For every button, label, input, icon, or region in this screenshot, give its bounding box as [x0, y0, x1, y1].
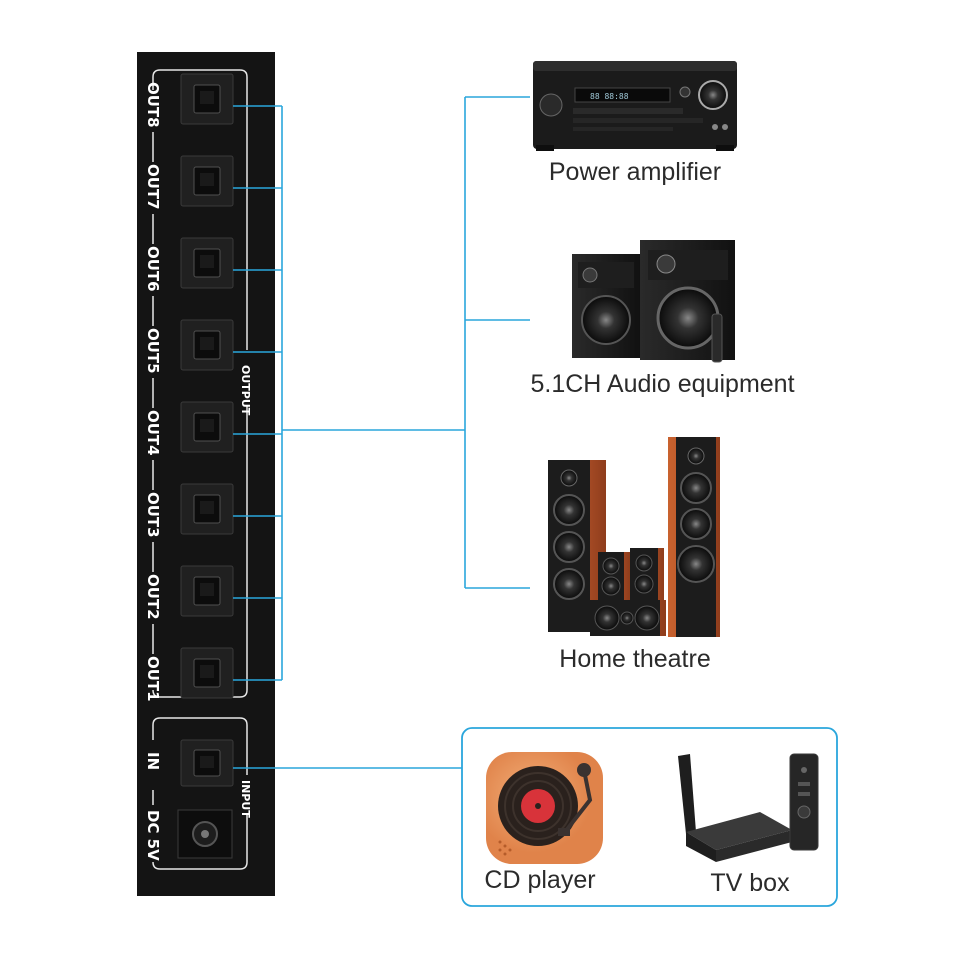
output-port-out8[interactable]: [180, 73, 234, 125]
home-theatre-label: Home theatre: [559, 645, 711, 673]
output-group-bracket: [160, 69, 248, 698]
svg-text:88 88:88: 88 88:88: [590, 92, 629, 101]
output-port-out3[interactable]: [180, 483, 234, 535]
port-label-out6: OUT6: [144, 246, 162, 292]
dc-power-label: DC 5V: [144, 810, 162, 861]
input-port[interactable]: [180, 739, 234, 787]
port-label-out7: OUT7: [144, 164, 162, 210]
power-amplifier-label: Power amplifier: [548, 158, 722, 186]
output-port-out6[interactable]: [180, 237, 234, 289]
audio-equipment-image: [572, 240, 735, 363]
tv-box-icon: [678, 753, 819, 862]
input-group-label: INPUT: [239, 780, 252, 818]
output-group-label: OUTPUT: [239, 365, 252, 416]
dc-power-jack[interactable]: [177, 809, 233, 859]
tv-box-label: TV box: [710, 869, 790, 897]
port-label-out2: OUT2: [144, 574, 162, 620]
home-theatre-image: [548, 437, 720, 637]
connection-lines: [233, 96, 530, 769]
port-label-out1: OUT1: [144, 656, 162, 702]
output-port-out1[interactable]: [180, 647, 234, 699]
output-port-out4[interactable]: [180, 401, 234, 453]
power-amplifier-image: 88 88:88: [533, 61, 737, 151]
cd-player-label: CD player: [484, 866, 596, 894]
output-port-out5[interactable]: [180, 319, 234, 371]
input-group-bracket: [160, 717, 248, 870]
output-port-out2[interactable]: [180, 565, 234, 617]
port-label-out8: OUT8: [144, 82, 162, 128]
optical-splitter-device: OUTPUT INPUT OUT8OUT7OUT6OUT5OUT4OUT3OUT…: [137, 52, 275, 896]
audio-equipment-label: 5.1CH Audio equipment: [530, 370, 795, 398]
output-port-out7[interactable]: [180, 155, 234, 207]
port-label-out5: OUT5: [144, 328, 162, 374]
input-port-label: IN: [144, 752, 162, 770]
cd-player-icon: [486, 752, 603, 864]
port-label-out3: OUT3: [144, 492, 162, 538]
port-label-out4: OUT4: [144, 410, 162, 456]
